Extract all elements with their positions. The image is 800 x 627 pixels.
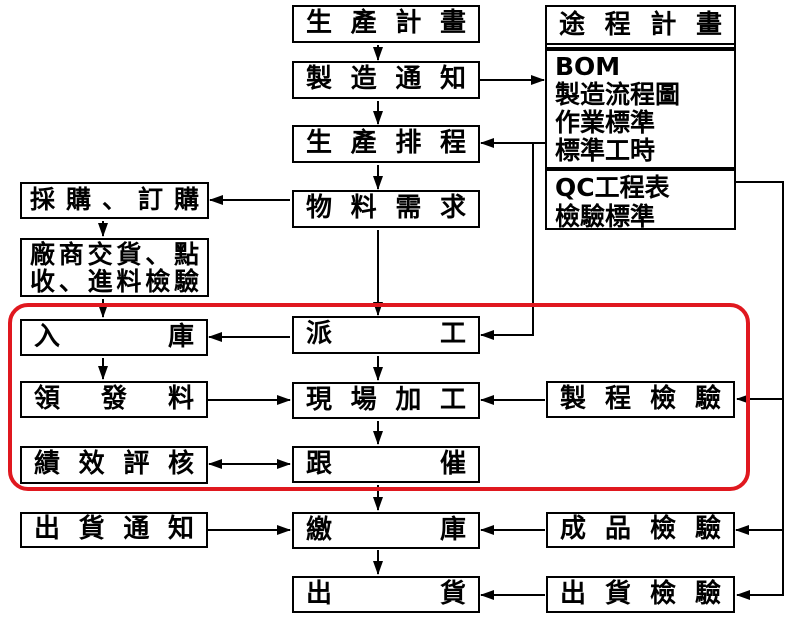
node-warehouse-deposit: 繳庫 xyxy=(292,512,480,549)
node-material-requirement: 物料需求 xyxy=(292,190,480,228)
node-production-scheduling: 生產排程 xyxy=(292,125,480,163)
node-manufacturing-notice: 製造通知 xyxy=(292,61,480,99)
node-follow-up: 跟催 xyxy=(292,446,480,483)
node-process-inspection: 製程檢驗 xyxy=(546,381,735,418)
arrow-qc-spine-to-shipping-inspection xyxy=(736,181,784,600)
routing-item-qc-chart: QC工程表 xyxy=(555,173,670,202)
routing-plan-section-1: BOM 製造流程圖 作業標準 標準工時 xyxy=(547,51,734,165)
node-material-issuing: 領發料 xyxy=(20,381,208,418)
routing-item-manufacturing-flowchart: 製造流程圖 xyxy=(555,80,681,109)
routing-plan-divider-2 xyxy=(547,167,734,171)
node-shipping-notice: 出貨通知 xyxy=(20,512,208,548)
node-shipping: 出貨 xyxy=(292,576,480,613)
node-shipping-inspection: 出貨檢驗 xyxy=(546,576,735,613)
routing-item-standard-hours: 標準工時 xyxy=(555,136,656,165)
node-vendor-delivery-inspection: 廠商交貨、點收、進料檢驗 xyxy=(20,238,209,297)
node-purchasing-ordering: 採購、訂購 xyxy=(20,182,209,219)
routing-plan-table: 途程計畫 BOM 製造流程圖 作業標準 標準工時 QC工程表 檢驗標準 xyxy=(545,5,736,231)
routing-plan-divider-1 xyxy=(547,47,734,51)
node-performance-evaluation: 績效評核 xyxy=(20,446,208,484)
arrow-routing-plan-to-dispatching xyxy=(480,143,534,340)
routing-item-bom: BOM xyxy=(555,52,621,81)
node-finished-goods-inspection: 成品檢驗 xyxy=(546,512,735,548)
routing-plan-section-2: QC工程表 檢驗標準 xyxy=(547,171,734,231)
node-dispatching: 派工 xyxy=(292,316,480,354)
routing-plan-header: 途程計畫 xyxy=(547,7,734,45)
node-warehousing-in: 入庫 xyxy=(20,319,208,356)
node-production-plan: 生產計畫 xyxy=(292,5,480,43)
routing-item-inspection-standard: 檢驗標準 xyxy=(555,202,656,231)
routing-item-operation-standard: 作業標準 xyxy=(555,108,656,137)
node-onsite-processing: 現場加工 xyxy=(292,382,480,419)
